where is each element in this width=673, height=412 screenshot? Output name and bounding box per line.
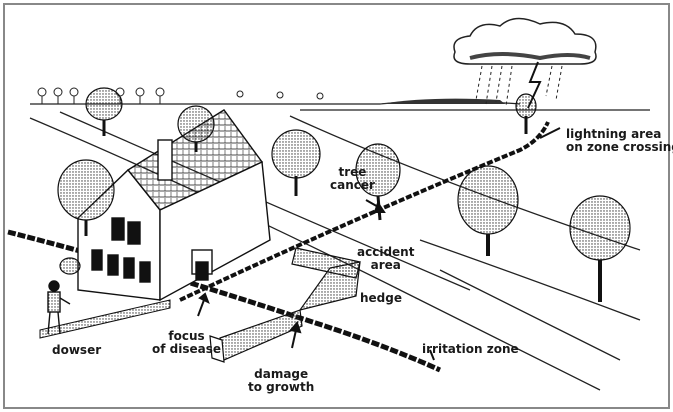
label-damage-to-growth: damage to growth [248, 368, 314, 394]
label-accident-area: accident area [357, 246, 414, 272]
label-dowser: dowser [52, 344, 101, 357]
label-irritation-zone: irritation zone [422, 343, 519, 356]
hedge [210, 248, 360, 362]
label-lightning-area: lightning area on zone crossing [566, 128, 673, 154]
distant-treeline [38, 88, 323, 104]
label-hedge: hedge [360, 292, 402, 305]
label-focus-of-disease: focus of disease [152, 330, 221, 356]
label-tree-cancer: tree cancer [330, 166, 375, 192]
